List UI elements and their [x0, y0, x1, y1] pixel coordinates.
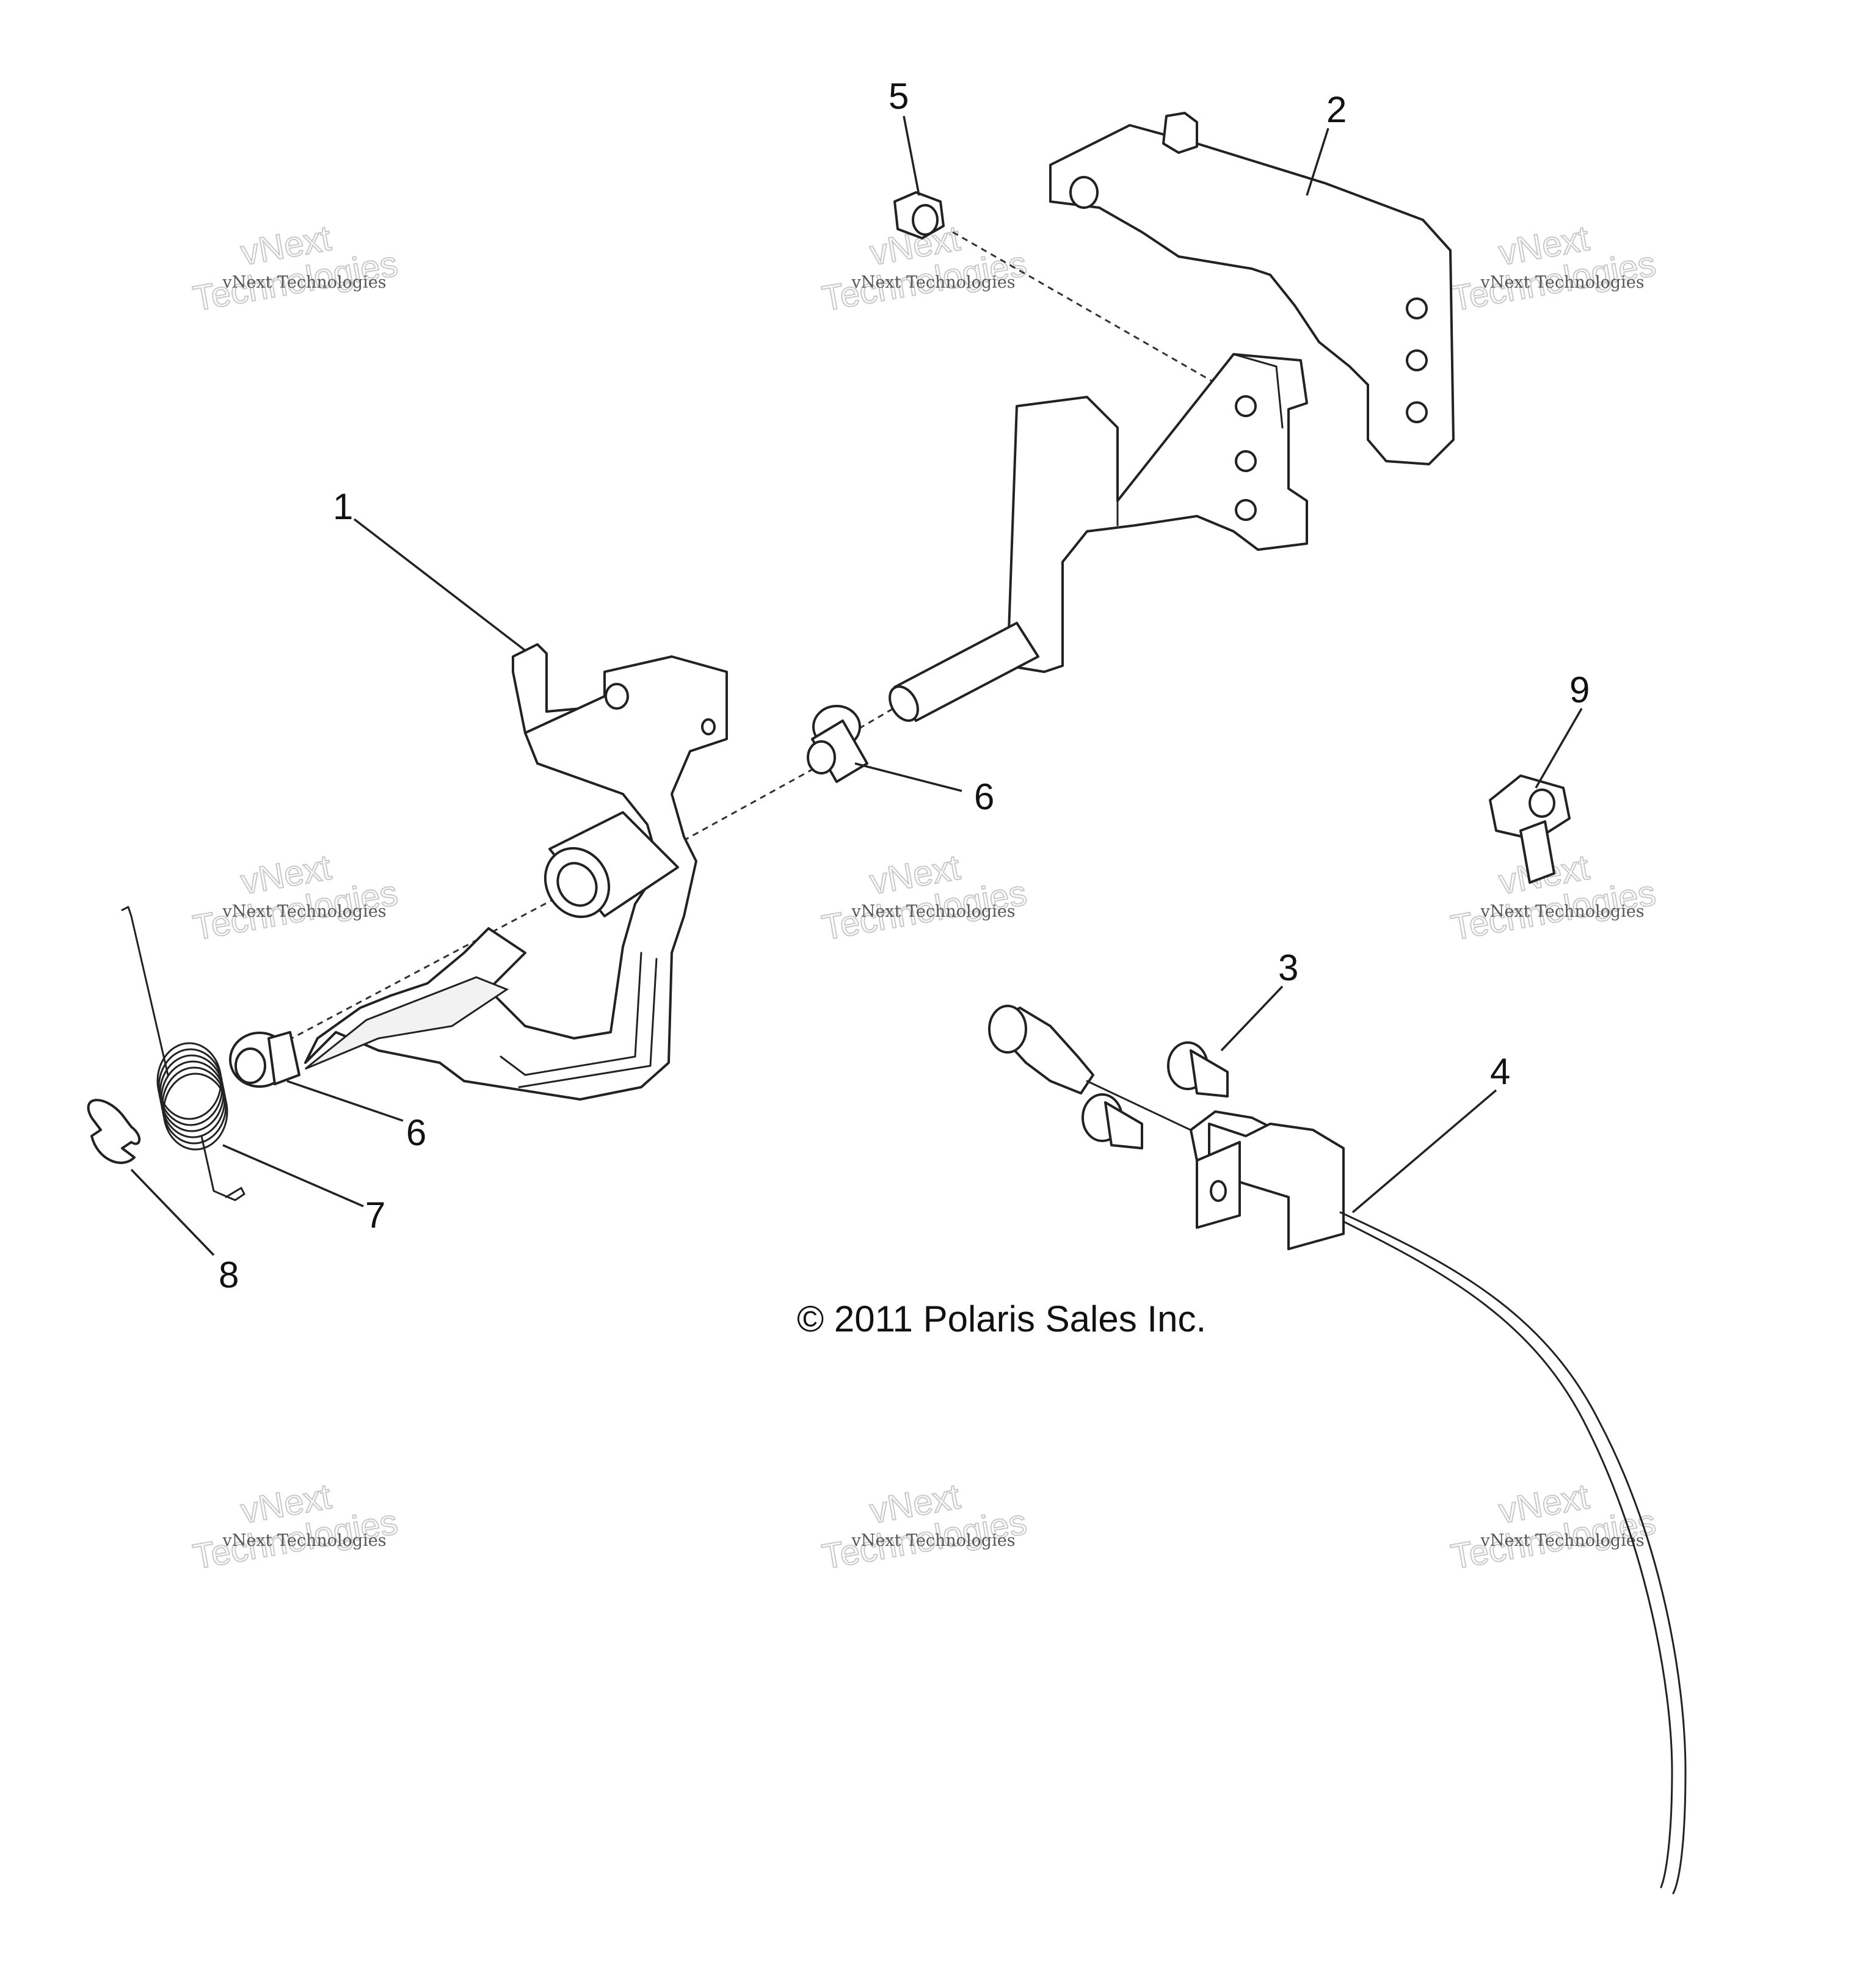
brake-cable [988, 1005, 1687, 1895]
watermark: vNext Technologies vNext Technologies [189, 847, 401, 948]
watermark: vNext Technologies vNext Technologies [818, 1476, 1030, 1577]
callout-6-upper: 6 [974, 776, 994, 817]
callout-4: 4 [1490, 1051, 1510, 1092]
bushing-upper [807, 705, 868, 783]
pedal-footpad [305, 976, 509, 1070]
bracket-hole [1235, 395, 1257, 417]
watermark-small: vNext Technologies [1480, 273, 1644, 292]
watermark-small: vNext Technologies [1480, 1531, 1644, 1550]
pedal-arm [304, 655, 728, 1101]
nut-hole [912, 204, 939, 236]
cable-outer-housing [1339, 1211, 1687, 1895]
pedal-bracket [889, 112, 1455, 722]
cable-housing-bracket [1208, 1123, 1345, 1250]
watermark: vNext Technologies vNext Technologies [818, 847, 1030, 948]
watermark: vNext Technologies vNext Technologies [189, 217, 401, 319]
watermark-small: vNext Technologies [222, 1531, 386, 1550]
e-clip-body [87, 1099, 141, 1164]
pedal-hole [605, 683, 629, 710]
rivet-lower [1082, 1093, 1143, 1149]
cable-lock-tang [1519, 820, 1555, 884]
cable-bracket-hole [1210, 1180, 1227, 1202]
axis-nut-to-bracket [952, 231, 1240, 398]
bracket-hole [1235, 499, 1257, 521]
watermark: vNext Technologies vNext Technologies [189, 1476, 401, 1577]
rivet-shank [1104, 1101, 1143, 1149]
leader-1 [353, 518, 526, 652]
bushing-bore [234, 1047, 266, 1084]
callout-7: 7 [365, 1195, 385, 1236]
pedal-pivot-bore [556, 862, 598, 907]
bracket-side-plate [1006, 353, 1308, 673]
bushing-bore [807, 740, 836, 774]
leader-6b [286, 1080, 404, 1122]
watermark-small: vNext Technologies [851, 273, 1015, 292]
leader-4 [1351, 1089, 1497, 1214]
brake-pedal [304, 643, 728, 1101]
bracket-boss [1162, 112, 1198, 154]
leader-5 [903, 115, 920, 196]
cable-lock [1489, 774, 1571, 884]
callout-9: 9 [1569, 669, 1590, 710]
watermark-small: vNext Technologies [851, 902, 1015, 921]
bracket-hole [1406, 401, 1428, 423]
cable-inner-wire [1086, 1080, 1198, 1134]
rivet-shank [1190, 1049, 1229, 1098]
watermark-small: vNext Technologies [222, 273, 386, 292]
leader-3 [1220, 985, 1284, 1052]
leader-6a [854, 762, 962, 792]
callout-5: 5 [889, 76, 909, 117]
cable-lock-hole [1529, 788, 1555, 818]
watermark-small: vNext Technologies [222, 902, 386, 921]
bushing-lower [229, 1031, 300, 1088]
leader-9 [1535, 708, 1583, 788]
watermark-small: vNext Technologies [1480, 902, 1644, 921]
callout-6-lower: 6 [406, 1112, 426, 1153]
leader-8 [130, 1168, 215, 1256]
bushing-sleeve [267, 1031, 300, 1085]
watermark-small: vNext Technologies [851, 1531, 1015, 1550]
callout-1: 1 [333, 486, 353, 527]
rivet-upper [1167, 1041, 1229, 1098]
bracket-upper-plate [1049, 124, 1455, 465]
cable-outer-housing-edge [1342, 1220, 1673, 1888]
leader-7 [222, 1144, 364, 1207]
bracket-hole [1406, 297, 1428, 319]
torsion-spring [121, 906, 245, 1201]
spring-coils [156, 1042, 228, 1151]
spring-arm-upper [121, 906, 169, 1076]
cable-clevis-end [988, 1005, 1027, 1054]
spring-arm-lower [200, 1135, 245, 1201]
callout-3: 3 [1278, 947, 1298, 988]
copyright-text: © 2011 Polaris Sales Inc. [797, 1298, 1206, 1339]
pivot-pin-end [889, 685, 919, 722]
bracket-hole [1235, 450, 1257, 472]
e-clip [87, 1099, 141, 1164]
axis-lower-bushing-to-pedal [268, 890, 569, 1052]
callout-2: 2 [1326, 89, 1347, 130]
bracket-upper-hole [1069, 176, 1099, 209]
callout-8: 8 [219, 1255, 239, 1295]
pedal-slot [500, 952, 658, 1088]
pedal-hole-small [701, 718, 716, 735]
bracket-hole [1406, 349, 1428, 371]
watermark: vNext Technologies vNext Technologies [1447, 217, 1659, 319]
nut [893, 191, 945, 239]
leader-2 [1306, 128, 1329, 196]
bracket-bend-line [1116, 353, 1284, 526]
